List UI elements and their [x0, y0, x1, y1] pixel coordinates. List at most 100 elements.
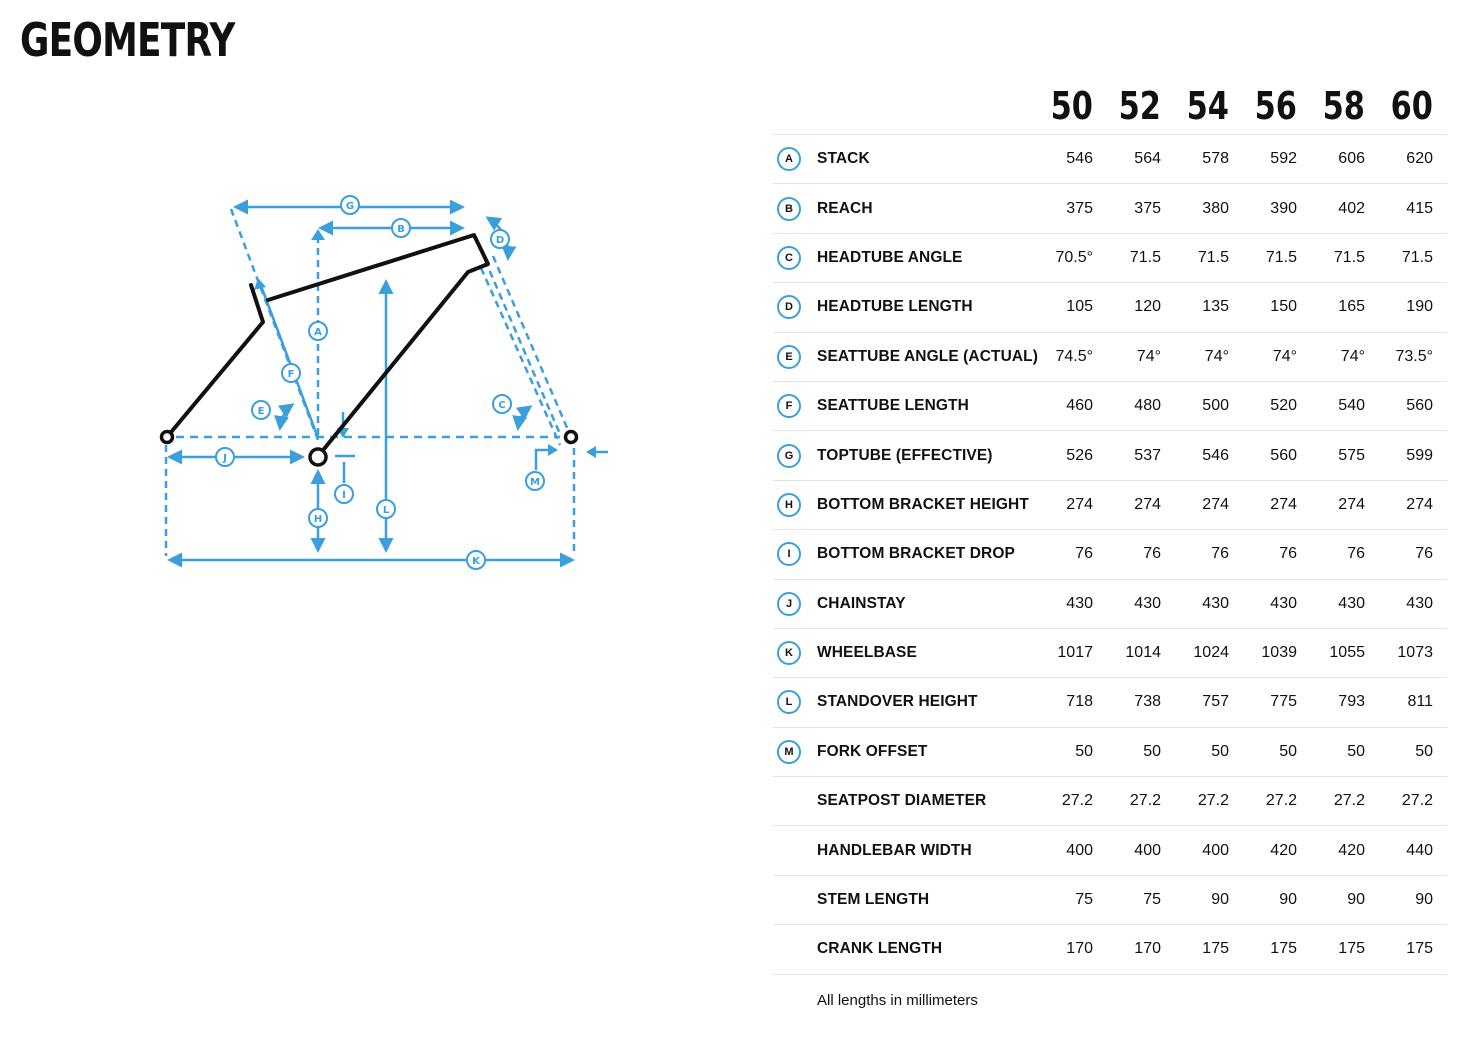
value-cell: 400 — [1039, 825, 1107, 876]
value-cell: 73.5° — [1379, 331, 1447, 382]
value-cell: 775 — [1243, 677, 1311, 728]
value-cell: 420 — [1311, 825, 1379, 876]
row-label: HEADTUBE LENGTH — [817, 282, 1039, 333]
value-cell: 76 — [1311, 529, 1379, 580]
value-cell: 274 — [1175, 479, 1243, 530]
value-cell: 90 — [1379, 874, 1447, 925]
value-cell: 71.5 — [1107, 232, 1175, 283]
value-cell: 74° — [1107, 331, 1175, 382]
value-cell: 27.2 — [1311, 776, 1379, 826]
value-cell: 480 — [1107, 380, 1175, 431]
svg-text:H: H — [314, 514, 322, 525]
value-cell: 274 — [1311, 479, 1379, 530]
value-cell: 274 — [1107, 479, 1175, 530]
value-cell: 50 — [1243, 726, 1311, 777]
size-header: 58 — [1322, 84, 1365, 128]
value-cell: 150 — [1243, 282, 1311, 333]
value-cell: 27.2 — [1039, 776, 1107, 826]
label-a: A — [308, 321, 328, 341]
value-cell: 1024 — [1175, 627, 1243, 678]
value-cell: 175 — [1243, 924, 1311, 975]
svg-text:I: I — [342, 490, 346, 501]
value-cell: 1017 — [1039, 627, 1107, 678]
row-label: HANDLEBAR WIDTH — [817, 825, 1039, 876]
value-cell: 757 — [1175, 677, 1243, 728]
value-cell: 415 — [1379, 183, 1447, 234]
row-label: TOPTUBE (EFFECTIVE) — [817, 430, 1039, 481]
value-cell: 71.5 — [1311, 232, 1379, 283]
value-cell: 76 — [1379, 529, 1447, 580]
value-cell: 430 — [1175, 578, 1243, 629]
dimension-labels: G B D A F E C J I M H L K — [215, 195, 545, 570]
label-h: H — [308, 508, 328, 528]
label-c: C — [492, 394, 512, 414]
value-cell: 620 — [1379, 133, 1447, 184]
value-cell: 71.5 — [1175, 232, 1243, 283]
row-label: CRANK LENGTH — [817, 924, 1039, 975]
value-cell: 76 — [1107, 529, 1175, 580]
value-cell: 526 — [1039, 430, 1107, 481]
value-cell: 592 — [1243, 133, 1311, 184]
value-cell: 578 — [1175, 133, 1243, 184]
value-cell: 546 — [1175, 430, 1243, 481]
value-cell: 50 — [1107, 726, 1175, 777]
value-cell: 430 — [1379, 578, 1447, 629]
label-f: F — [281, 363, 301, 383]
value-cell: 430 — [1039, 578, 1107, 629]
value-cell: 375 — [1039, 183, 1107, 234]
value-cell: 70.5° — [1039, 232, 1107, 283]
value-cell: 375 — [1107, 183, 1175, 234]
dimension-key-badge: K — [777, 641, 801, 666]
value-cell: 606 — [1311, 133, 1379, 184]
front-axle — [563, 429, 579, 445]
rear-axle — [159, 429, 175, 445]
dimension-key-badge: F — [777, 394, 801, 419]
value-cell: 175 — [1311, 924, 1379, 975]
value-cell: 50 — [1039, 726, 1107, 777]
size-header: 60 — [1390, 84, 1433, 128]
value-cell: 430 — [1107, 578, 1175, 629]
svg-text:A: A — [314, 327, 322, 338]
value-cell: 90 — [1311, 874, 1379, 925]
value-cell: 718 — [1039, 677, 1107, 728]
value-cell: 1014 — [1107, 627, 1175, 678]
value-cell: 75 — [1107, 874, 1175, 925]
svg-text:C: C — [498, 400, 505, 411]
value-cell: 575 — [1311, 430, 1379, 481]
row-label: FORK OFFSET — [817, 726, 1039, 777]
value-cell: 27.2 — [1107, 776, 1175, 826]
units-footnote: All lengths in millimeters — [817, 992, 978, 1009]
value-cell: 537 — [1107, 430, 1175, 481]
label-j: J — [215, 447, 235, 467]
value-cell: 90 — [1175, 874, 1243, 925]
svg-text:G: G — [346, 201, 354, 212]
svg-text:L: L — [383, 505, 390, 516]
value-cell: 50 — [1379, 726, 1447, 777]
value-cell: 175 — [1379, 924, 1447, 975]
svg-text:D: D — [496, 235, 504, 246]
dimension-key-badge: A — [777, 147, 801, 172]
value-cell: 170 — [1107, 924, 1175, 975]
value-cell: 274 — [1379, 479, 1447, 530]
svg-text:M: M — [530, 477, 540, 488]
label-m: M — [525, 471, 545, 491]
value-cell: 540 — [1311, 380, 1379, 431]
value-cell: 274 — [1039, 479, 1107, 530]
label-g: G — [340, 195, 360, 215]
value-cell: 90 — [1243, 874, 1311, 925]
label-l: L — [376, 499, 396, 519]
value-cell: 793 — [1311, 677, 1379, 728]
dimension-key-badge: M — [777, 739, 801, 764]
size-header: 52 — [1118, 84, 1161, 128]
dimension-key-badge: H — [777, 492, 801, 517]
row-label: STANDOVER HEIGHT — [817, 677, 1039, 728]
page-title: GEOMETRY — [20, 13, 235, 67]
